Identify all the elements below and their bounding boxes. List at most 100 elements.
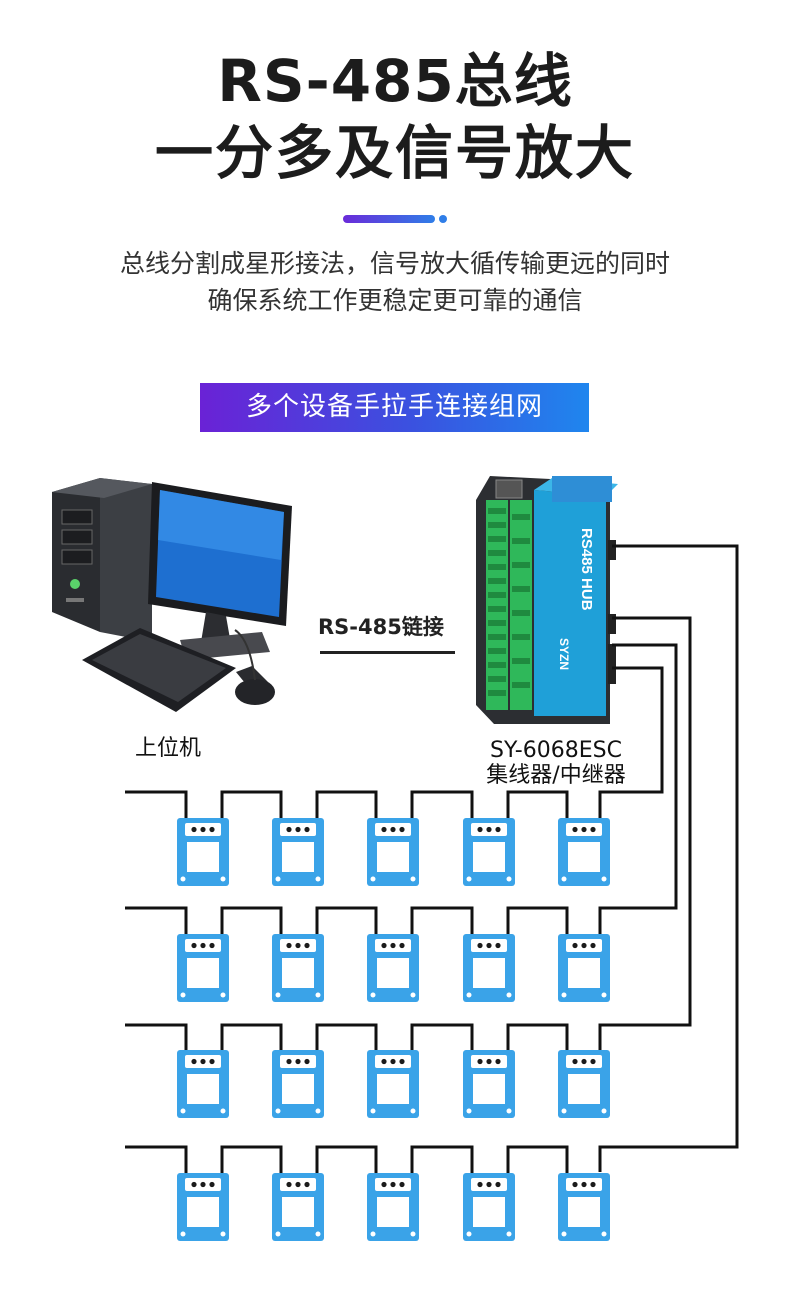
led-dot	[209, 942, 215, 949]
mount-hole	[275, 1108, 281, 1114]
title-accent-line	[343, 215, 435, 223]
led-dot	[200, 1058, 206, 1065]
hub-model-label: SY-6068ESC	[490, 738, 622, 763]
led-dot	[295, 942, 301, 949]
slave-device-icon	[177, 1173, 229, 1241]
mount-hole	[315, 1231, 321, 1237]
mount-hole	[370, 1108, 376, 1114]
led-dot	[381, 1058, 387, 1065]
mount-hole	[180, 1231, 186, 1237]
slave-device-icon	[272, 1173, 324, 1241]
led-dot	[209, 1058, 215, 1065]
mount-hole	[315, 876, 321, 882]
slave-device-icon	[177, 934, 229, 1002]
trunk-wires	[598, 544, 739, 1172]
mount-hole	[466, 992, 472, 998]
mount-hole	[506, 992, 512, 998]
mount-hole	[370, 876, 376, 882]
led-dot	[495, 1058, 501, 1065]
mount-hole	[466, 1108, 472, 1114]
led-dot	[286, 1181, 292, 1188]
led-dot	[590, 826, 596, 833]
description-line1: 总线分割成星形接法，信号放大循传输更远的同时	[119, 249, 670, 278]
mount-hole	[561, 1231, 567, 1237]
slave-device-icon	[463, 1050, 515, 1118]
slave-device-icon	[558, 818, 610, 886]
bus-wire	[220, 790, 283, 818]
mount-hole	[506, 876, 512, 882]
mount-hole	[410, 1108, 416, 1114]
mount-hole	[220, 1231, 226, 1237]
mount-hole	[410, 876, 416, 882]
mount-hole	[370, 1231, 376, 1237]
device-screen	[377, 958, 409, 988]
led-dot	[572, 826, 578, 833]
led-dot	[200, 826, 206, 833]
bus-wire	[220, 906, 283, 934]
bus-wire	[410, 790, 474, 818]
page-title-line1: RS-485总线	[217, 47, 573, 115]
device-screen	[187, 1197, 219, 1227]
led-dot	[486, 1058, 492, 1065]
bus-wire	[410, 906, 474, 934]
led-dot	[486, 1181, 492, 1188]
led-dot	[495, 826, 501, 833]
slave-device-icon	[558, 934, 610, 1002]
device-screen	[473, 1074, 505, 1104]
led-dot	[191, 1058, 197, 1065]
mount-hole	[180, 992, 186, 998]
mount-hole	[315, 992, 321, 998]
mount-hole	[561, 876, 567, 882]
rs485-link-label: RS-485链接	[318, 615, 444, 639]
page-title-line2: 一分多及信号放大	[154, 119, 635, 187]
mount-hole	[601, 1108, 607, 1114]
led-dot	[390, 826, 396, 833]
led-dot	[304, 1058, 310, 1065]
mount-hole	[180, 1108, 186, 1114]
slave-device-icon	[558, 1173, 610, 1241]
mount-hole	[506, 1108, 512, 1114]
led-dot	[399, 1058, 405, 1065]
slave-device-icon	[558, 1050, 610, 1118]
mount-hole	[180, 876, 186, 882]
device-screen	[473, 842, 505, 872]
bus-wire	[125, 906, 188, 934]
hub-device: RS485 HUB SYZN	[476, 476, 618, 724]
mount-hole	[370, 992, 376, 998]
led-dot	[286, 942, 292, 949]
mount-hole	[601, 992, 607, 998]
bus-wire	[506, 790, 569, 818]
bus-wire	[506, 1023, 569, 1050]
mount-hole	[506, 1231, 512, 1237]
bus-wire	[410, 1023, 474, 1050]
device-screen	[282, 1197, 314, 1227]
device-screen	[568, 1197, 600, 1227]
bus-wire	[220, 1023, 283, 1050]
led-dot	[286, 826, 292, 833]
led-dot	[209, 1181, 215, 1188]
led-dot	[399, 1181, 405, 1188]
device-screen	[282, 842, 314, 872]
led-dot	[581, 826, 587, 833]
led-dot	[191, 942, 197, 949]
slave-device-icon	[272, 1050, 324, 1118]
title-accent-dot	[439, 215, 447, 223]
led-dot	[381, 1181, 387, 1188]
slave-device-icon	[463, 818, 515, 886]
device-screen	[568, 1074, 600, 1104]
slave-device-icon	[367, 1173, 419, 1241]
led-dot	[381, 942, 387, 949]
led-dot	[304, 826, 310, 833]
led-dot	[477, 1058, 483, 1065]
led-dot	[590, 942, 596, 949]
mount-hole	[410, 992, 416, 998]
slave-device-icon	[177, 1050, 229, 1118]
mount-hole	[275, 876, 281, 882]
device-screen	[473, 958, 505, 988]
led-dot	[200, 1181, 206, 1188]
mount-hole	[220, 992, 226, 998]
device-screen	[377, 842, 409, 872]
section-banner: 多个设备手拉手连接组网	[200, 383, 589, 432]
led-dot	[209, 826, 215, 833]
led-dot	[572, 942, 578, 949]
